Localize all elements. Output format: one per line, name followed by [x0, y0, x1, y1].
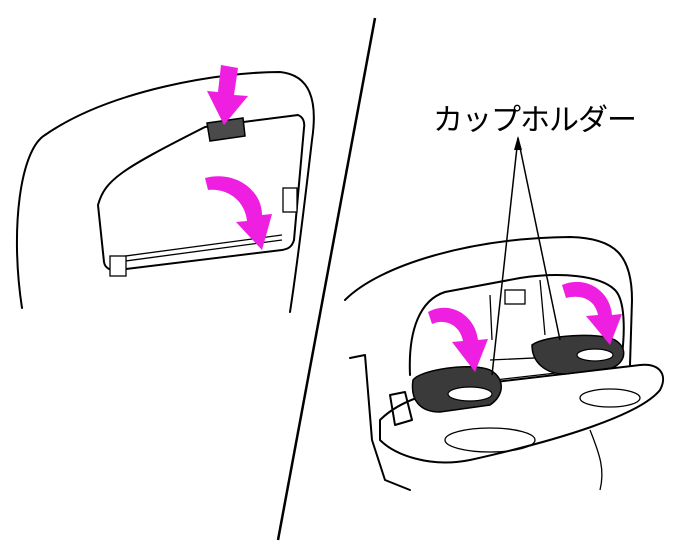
seatback-left: [15, 71, 315, 313]
latch: [206, 117, 246, 142]
cup-holder-label: カップホルダー: [433, 103, 637, 138]
callout-leaders: [491, 136, 561, 376]
arrow-fold-left-icon: [428, 307, 488, 372]
arrow-fold-right-icon: [562, 281, 622, 345]
arrow-press-down-icon: [207, 65, 248, 125]
panel-divider: [276, 17, 377, 541]
arrow-fold-down-icon: [205, 176, 272, 250]
seatback-right: [344, 236, 665, 491]
